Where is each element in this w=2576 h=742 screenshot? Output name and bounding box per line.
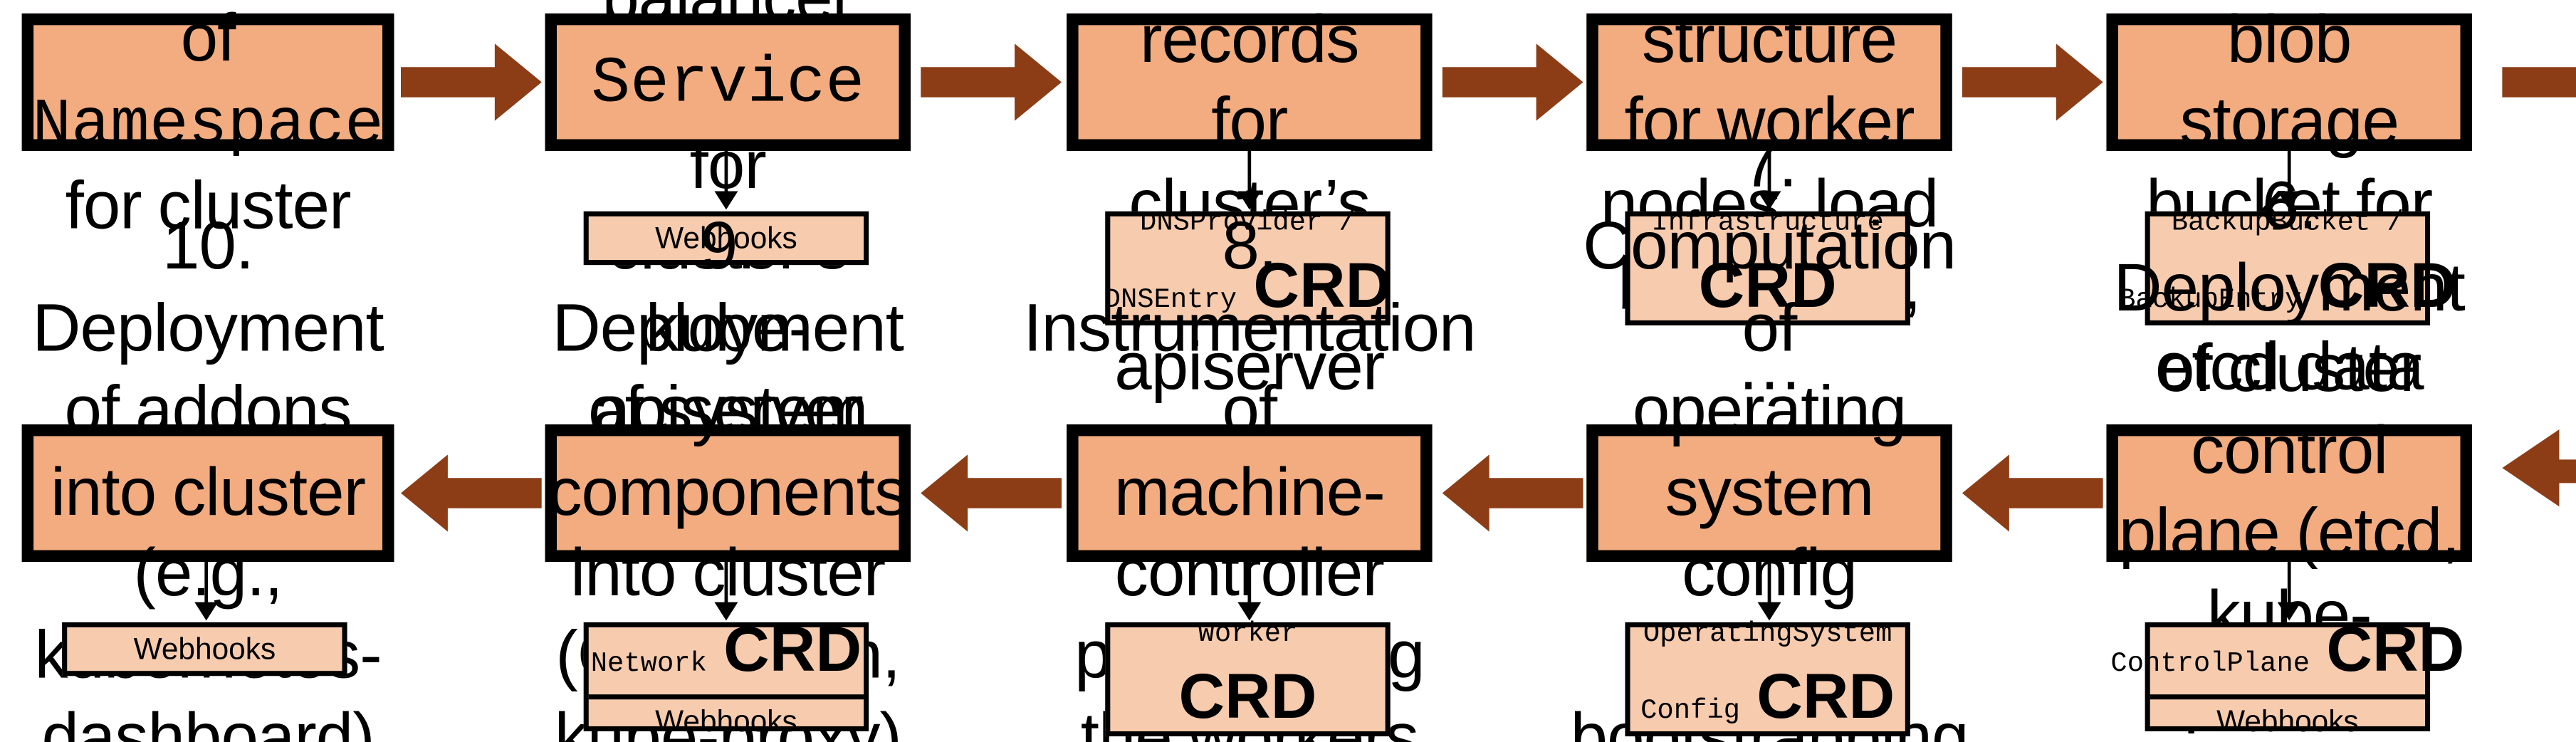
flow-arrow-1-to-2 (400, 43, 542, 121)
connector-line-step-4 (1767, 150, 1771, 202)
artifact-9-crd-label: Network CRD (590, 616, 862, 687)
artifact-9-webhooks-label: Webhooks (655, 705, 797, 739)
connector-arrowhead-step-5 (2277, 191, 2301, 210)
connector-line-step-3 (1247, 150, 1252, 202)
connector-line-step-9 (724, 562, 728, 612)
flow-arrow-8-to-9 (921, 454, 1062, 532)
connector-line-step-8 (1247, 562, 1252, 612)
artifact-box-5[interactable]: BackupBucket /BackupEntry CRD (2119, 207, 2456, 325)
artifact-6-row-webhooks: Webhooks (2150, 695, 2426, 742)
artifact-box-10[interactable]: Webhooks (62, 622, 347, 676)
flow-arrow-2-to-3 (921, 43, 1062, 121)
artifact-10-webhooks-label: Webhooks (133, 632, 276, 666)
artifact-box-6[interactable]: ControlPlane CRD Webhooks (2110, 616, 2464, 738)
flow-arrow-7-to-8 (1442, 454, 1583, 532)
artifact-9-row-crd: Network CRD (589, 610, 864, 695)
artifact-9-row-webhooks: Webhooks (588, 695, 864, 742)
flow-arrow-9-to-10 (400, 454, 542, 532)
artifact-3-crd-label: DNSProvider /DNSEntry CRD (1104, 207, 1392, 323)
step-box-8[interactable]: 8. Instrumentation ofmachine-controllerp… (1023, 210, 1476, 742)
connector-arrowhead-step-2 (714, 191, 738, 210)
artifact-6-webhooks-label: Webhooks (2216, 705, 2359, 739)
connector-arrowhead-step-4 (1757, 191, 1781, 210)
flow-arrow-4-to-5 (1962, 43, 2103, 121)
connector-line-step-5 (2287, 150, 2291, 202)
connector-line-step-7 (1767, 562, 1771, 612)
connector-arrowhead-step-8 (1237, 602, 1262, 621)
flow-arrow-6-to-7 (1962, 454, 2103, 532)
artifact-box-3[interactable]: DNSProvider /DNSEntry CRD (1104, 207, 1391, 325)
artifact-5-row-crd: BackupBucket /BackupEntry CRD (2119, 202, 2456, 335)
connector-line-step-10 (204, 562, 209, 612)
step-box-5[interactable]: 5. Preparation of backupblob storage buc… (2106, 4, 2472, 405)
artifact-2-row-webhooks: Webhooks (589, 216, 864, 260)
artifact-3-row-crd: DNSProvider /DNSEntry CRD (1104, 202, 1392, 335)
connector-line-step-6 (2287, 562, 2291, 612)
step-box-3[interactable]: 3. Creation of DNSrecords for cluster’sk… (1067, 4, 1433, 405)
connector-arrowhead-step-3 (1237, 191, 1262, 210)
flow-arrow-5-to-6-elbow (2478, 43, 2576, 530)
artifact-box-2[interactable]: Webhooks (583, 211, 869, 266)
step-2-text: 2. Creation of loadbalancer Service forc… (591, 0, 865, 449)
connector-arrowhead-step-7 (1757, 602, 1781, 621)
artifact-6-crd-label: ControlPlane CRD (2110, 616, 2465, 687)
artifact-5-crd-label: BackupBucket /BackupEntry CRD (2119, 207, 2456, 323)
artifact-box-9[interactable]: Network CRD Webhooks (583, 616, 869, 738)
flow-arrow-3-to-4 (1442, 43, 1583, 121)
connector-arrowhead-step-9 (714, 602, 738, 621)
step-box-2[interactable]: 2. Creation of loadbalancer Service forc… (545, 0, 911, 448)
artifact-10-row-webhooks: Webhooks (67, 627, 342, 672)
connector-arrowhead-step-10 (194, 602, 219, 621)
artifact-2-webhooks-label: Webhooks (655, 221, 797, 255)
artifact-6-row-crd: ControlPlane CRD (2110, 610, 2464, 695)
connector-line-step-2 (724, 150, 728, 202)
connector-arrowhead-step-6 (2277, 602, 2301, 621)
